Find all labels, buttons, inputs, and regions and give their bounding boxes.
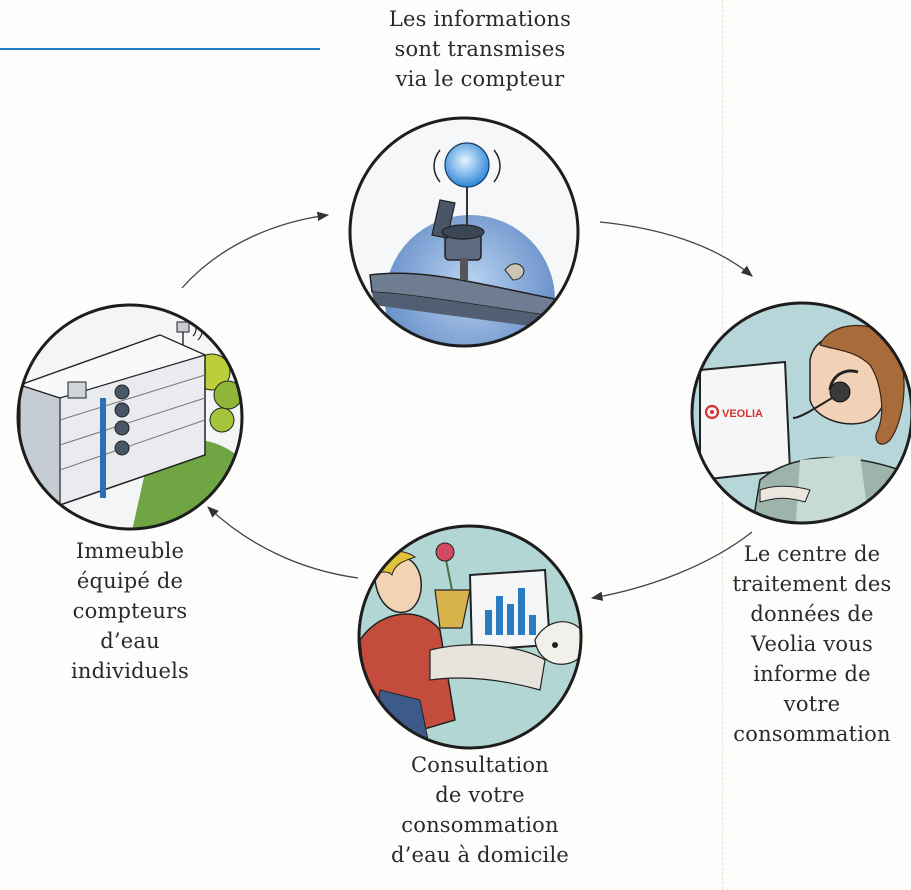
veolia-logo: VEOLIA [722,408,763,420]
cycle-arrow-icon [590,531,753,601]
apartment-building-icon [16,303,244,531]
accent-rule [0,48,320,50]
cycle-arrow-icon [181,211,330,289]
meter-radio-icon [348,116,580,348]
cycle-arrow-icon [207,506,359,579]
cycle-arrow-icon [599,221,753,277]
step-meter-label: Les informations sont transmises via le … [388,7,572,91]
step-building-label: Immeuble équipé de compteurs d’eau indiv… [70,539,190,683]
operator-headset-icon: VEOLIA [690,301,911,525]
step-home-label: Consultation de votre consommation d’eau… [391,753,569,867]
computer-chart-icon [357,524,583,750]
step-data-center-label: Le centre de traitement des données de V… [732,542,892,746]
